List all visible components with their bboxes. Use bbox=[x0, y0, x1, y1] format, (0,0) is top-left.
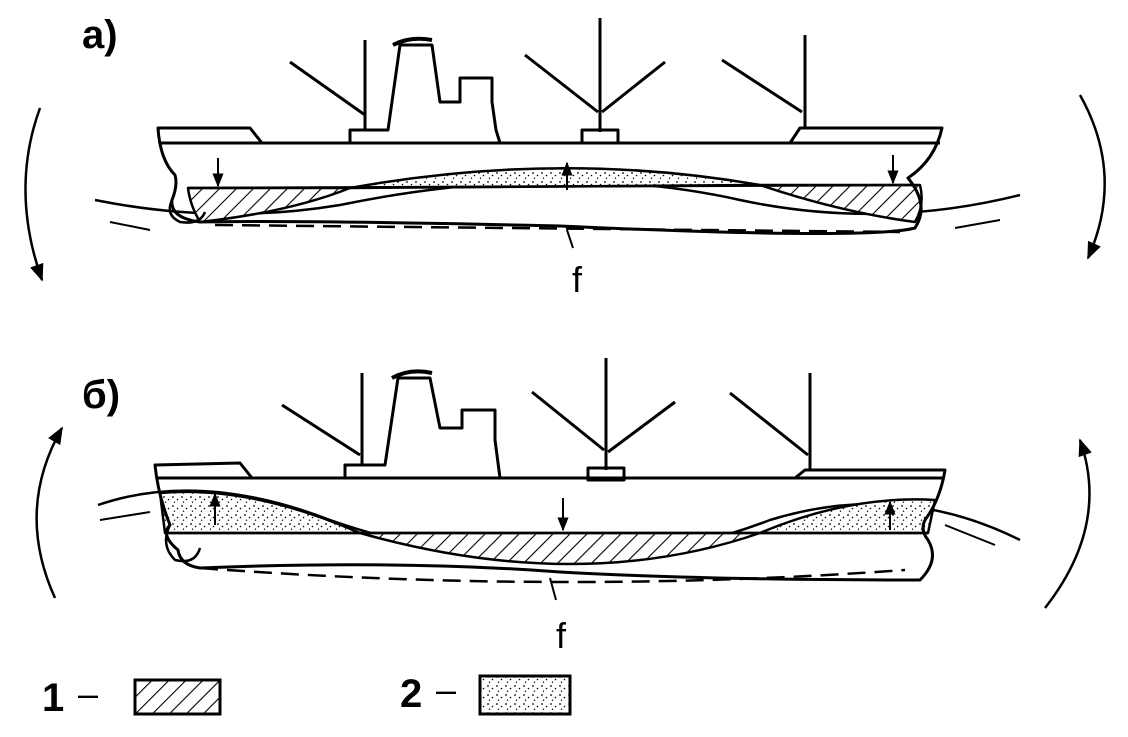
panel-label-b: б) bbox=[82, 373, 121, 417]
bend-arrow-right-a bbox=[1078, 94, 1106, 260]
hatched-region-mid-b bbox=[358, 531, 762, 566]
deflection-label-b: f bbox=[556, 615, 567, 656]
bend-arrow-left-b bbox=[35, 426, 64, 599]
legend-dash-1: – bbox=[78, 673, 99, 714]
hatched-region-bow-a bbox=[758, 183, 923, 224]
legend-number-2: 2 bbox=[400, 672, 423, 716]
legend-swatch-hatched bbox=[133, 678, 222, 716]
keel-dashed-b bbox=[199, 566, 906, 584]
hull-b bbox=[153, 461, 947, 582]
hull-a bbox=[156, 126, 944, 236]
ship-sagging bbox=[97, 358, 1021, 601]
ship-hogging bbox=[94, 18, 1021, 249]
bend-arrow-left-a bbox=[24, 107, 44, 282]
legend-dash-2: – bbox=[436, 669, 457, 710]
legend-number-1: 1 bbox=[42, 676, 65, 720]
hatched-region-aft-a bbox=[186, 186, 352, 224]
panel-label-a: а) bbox=[82, 13, 118, 57]
keel-dashed-a bbox=[214, 223, 901, 234]
bend-arrow-right-b bbox=[1044, 438, 1092, 609]
deflection-label-a: f bbox=[572, 259, 583, 300]
legend-swatch-dotted bbox=[478, 674, 572, 716]
